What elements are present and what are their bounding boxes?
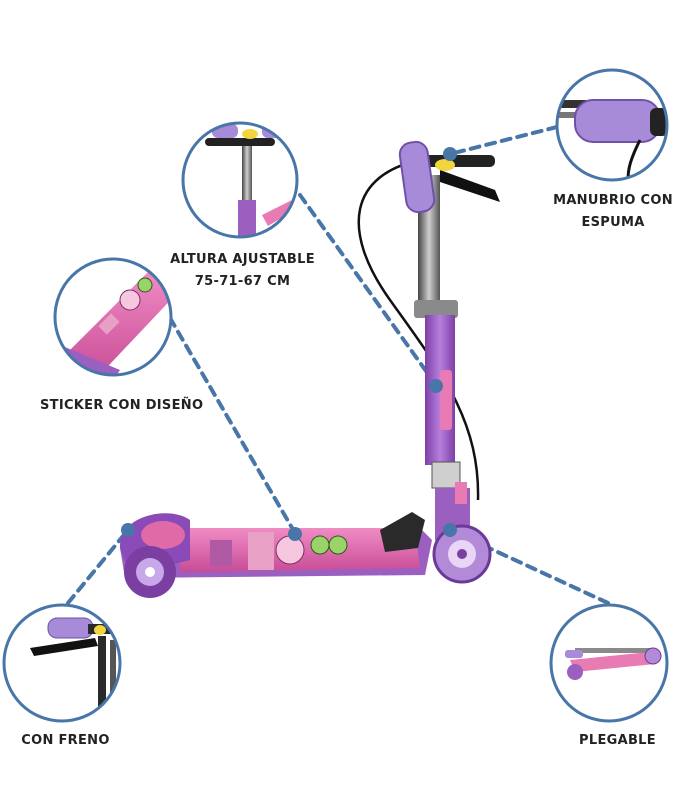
- label-sticker-line1: STICKER CON DISEÑO: [40, 398, 204, 413]
- connector-handlebar: [448, 125, 559, 156]
- handlebar-grip-detail: [555, 68, 669, 182]
- label-sticker-design: STICKER CON DISEÑO: [40, 395, 204, 417]
- height-adjust-detail: [181, 121, 299, 239]
- label-brake-line1: CON FRENO: [21, 733, 110, 748]
- folded-scooter-detail: [549, 603, 669, 723]
- label-height-line2: 75-71-67 CM: [194, 274, 291, 289]
- label-foldable-line1: PLEGABLE: [579, 733, 656, 748]
- scooter-photo: [119, 140, 500, 598]
- deck-sticker-detail: [53, 257, 173, 377]
- brake-lever-detail: [2, 603, 122, 723]
- label-foldable: PLEGABLE: [575, 730, 660, 752]
- label-height-line1: ALTURA AJUSTABLE: [170, 252, 315, 267]
- connector-sticker: [168, 316, 297, 535]
- connector-brake: [66, 528, 130, 605]
- connector-height: [298, 193, 438, 387]
- label-handlebar-line1: MANUBRIO CON: [553, 193, 673, 208]
- label-brake: CON FRENO: [18, 730, 113, 752]
- label-handlebar-line2: ESPUMA: [581, 215, 645, 230]
- label-adjustable-height: ALTURA AJUSTABLE 75-71-67 CM: [170, 249, 315, 293]
- label-handlebar-foam: MANUBRIO CON ESPUMA: [548, 190, 678, 234]
